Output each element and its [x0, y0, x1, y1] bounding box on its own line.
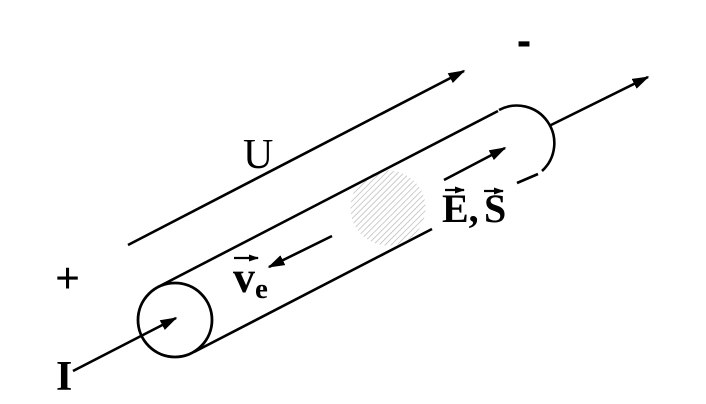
voltage-label: U — [243, 132, 273, 178]
conductor-bottom-edge-stub — [516, 172, 539, 185]
minus-terminal-label: - — [517, 5, 531, 71]
electron-velocity-subscript: e — [255, 273, 268, 305]
conductor-end-cap-arc — [498, 104, 556, 172]
conductor-bottom-edge — [193, 227, 433, 354]
plus-terminal-label: + — [55, 254, 80, 303]
field-direction-arrow — [443, 146, 507, 182]
electron-velocity-arrow — [267, 234, 333, 269]
conductor-top-edge — [157, 109, 499, 289]
conductor-left-face-circle — [136, 281, 214, 359]
electric-field-label: E, — [442, 186, 479, 231]
current-arrow — [72, 316, 178, 373]
electron-velocity-label: v — [233, 253, 255, 302]
cross-section-hatched-circle — [350, 170, 426, 246]
lead-wire-arrow — [548, 75, 650, 128]
poynting-vector-label: S — [484, 186, 506, 231]
current-label: I — [56, 354, 72, 400]
voltage-arrow — [127, 69, 466, 247]
